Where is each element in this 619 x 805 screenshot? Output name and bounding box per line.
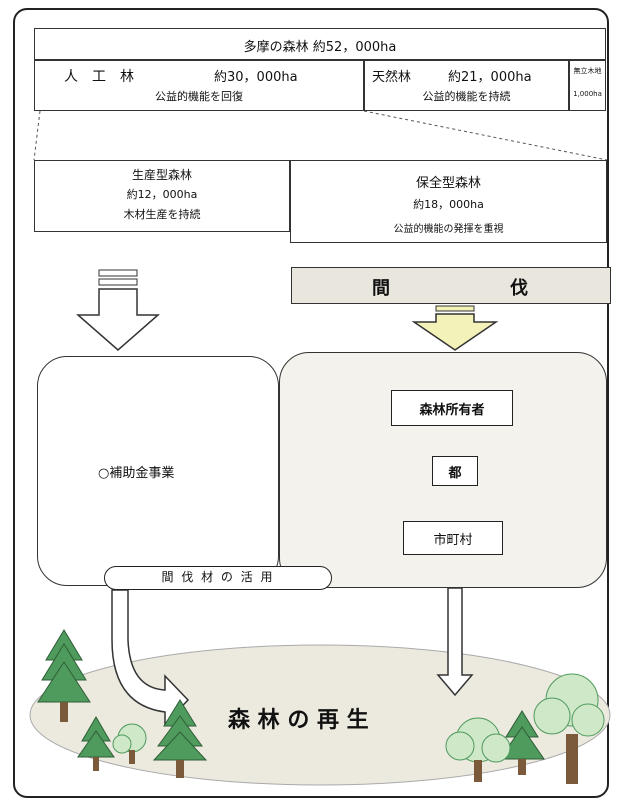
forest-regeneration-label: 森 林 の 再 生 [228, 708, 369, 733]
thinning-banner-left: 間 [372, 278, 390, 299]
down-arrow-right [411, 305, 499, 351]
natural-forest-function: 公益的機能を持続 [422, 90, 511, 103]
subsidy-panel [37, 356, 279, 586]
dashed-line-right [363, 110, 608, 161]
total-forest-box [34, 28, 606, 60]
metro-box: 都 [432, 456, 478, 486]
utilization-label: 間 伐 材 の 活 用 [161, 570, 275, 584]
artificial-forest-area: 約30，000ha [214, 70, 298, 85]
conservation-forest-name: 保全型森林 [415, 176, 481, 191]
unstocked-land-name: 無立木地 [573, 67, 602, 75]
production-forest-box [34, 160, 290, 232]
conservation-forest-area: 約18，000ha [413, 198, 484, 211]
unstocked-land-area: 1,000ha [573, 90, 602, 98]
thinning-banner [291, 267, 611, 304]
thinning-banner-right: 伐 [510, 278, 528, 299]
artificial-forest-box [34, 60, 364, 111]
artificial-forest-name: 人 工 林 [64, 69, 134, 85]
artificial-forest-function: 公益的機能を回復 [155, 90, 243, 103]
dashed-line-left [33, 110, 41, 161]
forest-owner-box: 森林所有者 [391, 390, 513, 426]
unstocked-land-box [569, 60, 606, 111]
production-forest-name: 生産型森林 [131, 168, 192, 182]
municipality-label: 市町村 [433, 532, 473, 548]
natural-forest-box [364, 60, 569, 111]
total-forest-title: 多摩の森林 約52，000ha [243, 40, 397, 55]
conservation-forest-function: 公益的機能の発揮を重視 [393, 224, 504, 235]
subsidy-label: ○補助金事業 [98, 466, 175, 481]
production-forest-function: 木材生産を持続 [123, 208, 201, 221]
conifer-trees [37, 629, 545, 778]
outer-frame [13, 8, 609, 798]
forest-owner-label: 森林所有者 [419, 402, 485, 418]
municipality-box: 市町村 [403, 521, 503, 555]
natural-forest-name: 天然林 [372, 70, 412, 85]
utilization-pill: 間 伐 材 の 活 用 [104, 566, 332, 590]
broadleaf-trees [112, 673, 605, 784]
production-forest-area: 約12，000ha [126, 188, 198, 201]
straight-arrow [436, 587, 474, 697]
natural-forest-area: 約21，000ha [448, 70, 532, 85]
down-arrow-left [76, 269, 160, 351]
metro-label: 都 [448, 465, 462, 481]
conservation-forest-box [290, 160, 607, 243]
